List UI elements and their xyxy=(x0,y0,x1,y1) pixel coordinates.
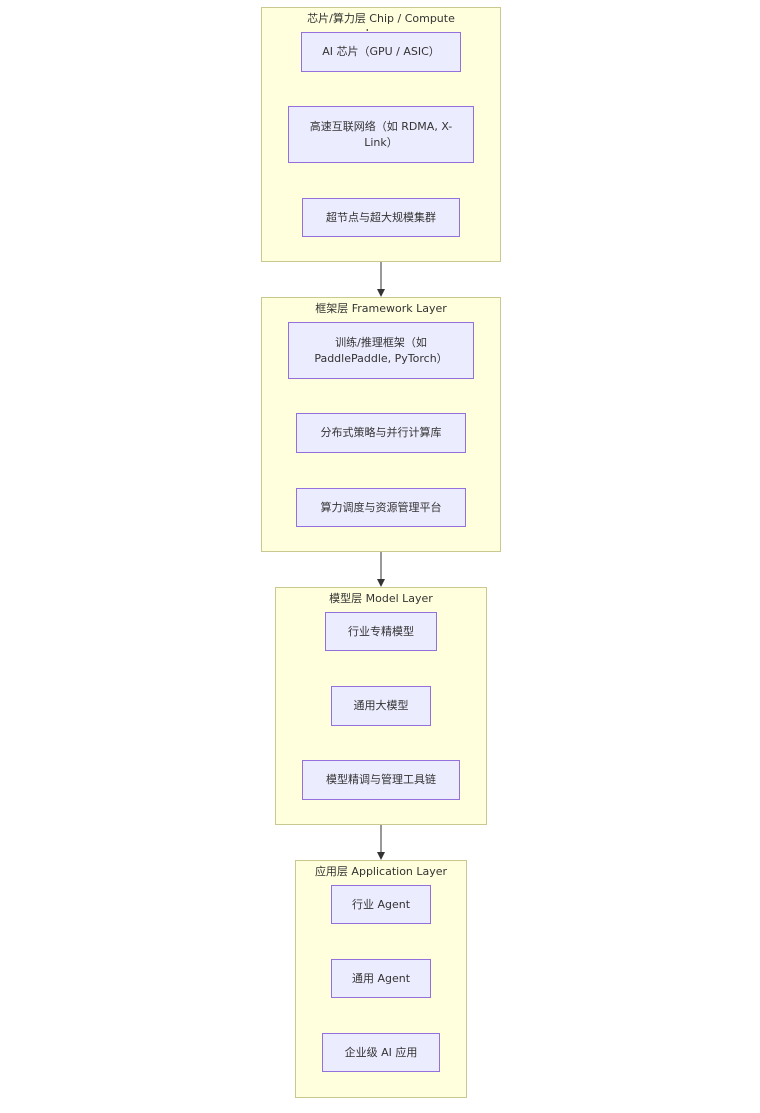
node-enterprise-ai-app[interactable]: 企业级 AI 应用 xyxy=(322,1033,440,1072)
node-general-agent[interactable]: 通用 Agent xyxy=(331,959,431,998)
application-layer-title: 应用层 Application Layer xyxy=(314,865,448,878)
node-industry-agent[interactable]: 行业 Agent xyxy=(331,885,431,924)
node-training-inference-framework[interactable]: 训练/推理框架（如 PaddlePaddle, PyTorch） xyxy=(288,322,474,379)
framework-layer-title: 框架层 Framework Layer xyxy=(315,302,447,315)
node-general-large-model[interactable]: 通用大模型 xyxy=(331,686,431,726)
node-industry-model[interactable]: 行业专精模型 xyxy=(325,612,437,651)
node-compute-scheduling-platform[interactable]: 算力调度与资源管理平台 xyxy=(296,488,466,527)
node-high-speed-interconnect[interactable]: 高速互联网络（如 RDMA, X-Link） xyxy=(288,106,474,163)
node-supernode-cluster[interactable]: 超节点与超大规模集群 xyxy=(302,198,460,237)
node-finetune-toolchain[interactable]: 模型精调与管理工具链 xyxy=(302,760,460,800)
chip-layer-title: 芯片/算力层 Chip / Compute Layer xyxy=(307,12,455,31)
node-distributed-parallel-library[interactable]: 分布式策略与并行计算库 xyxy=(296,413,466,453)
model-layer-title: 模型层 Model Layer xyxy=(329,592,433,605)
node-ai-chip[interactable]: AI 芯片（GPU / ASIC） xyxy=(301,32,461,72)
